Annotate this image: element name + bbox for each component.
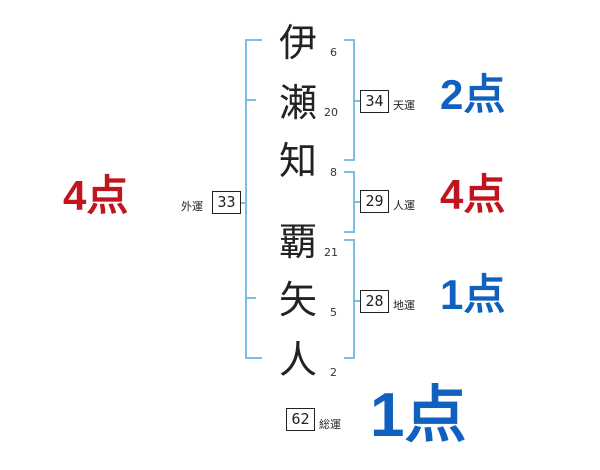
- souun-score: 1点: [370, 381, 467, 450]
- stroke-count-3: 8: [330, 166, 337, 179]
- tenun-value-box: 34: [360, 90, 389, 113]
- tenun-bracket: [344, 39, 355, 161]
- name-kanji-6: 人: [278, 338, 317, 382]
- name-kanji-4: 覇: [278, 220, 317, 264]
- chiun-value-box: 28: [360, 290, 389, 313]
- name-kanji-1: 伊: [278, 21, 317, 65]
- stroke-count-6: 2: [330, 366, 337, 379]
- tenun-score: 2点: [440, 71, 506, 118]
- chiun-bracket: [344, 239, 355, 359]
- stroke-count-1: 6: [330, 46, 337, 59]
- jinun-score: 4点: [440, 171, 506, 218]
- jinun-bracket: [344, 171, 355, 233]
- stroke-count-2: 20: [324, 106, 338, 119]
- tenun-label: 天運: [393, 99, 415, 112]
- gaiun-score: 4点: [63, 172, 129, 219]
- stroke-count-5: 5: [330, 306, 337, 319]
- name-kanji-3: 知: [278, 139, 317, 183]
- jinun-label: 人運: [393, 199, 415, 212]
- chiun-score: 1点: [440, 271, 506, 318]
- chiun-label: 地運: [393, 299, 415, 312]
- name-kanji-2: 瀬: [278, 81, 317, 125]
- name-kanji-5: 矢: [278, 278, 317, 322]
- gaiun-value-box: 33: [212, 191, 241, 214]
- souun-value-box: 62: [286, 408, 315, 431]
- stroke-count-4: 21: [324, 246, 338, 259]
- souun-label: 総運: [319, 418, 341, 431]
- gaiun-label: 外運: [181, 200, 203, 213]
- gaiun-bracket: [245, 39, 262, 359]
- jinun-value-box: 29: [360, 190, 389, 213]
